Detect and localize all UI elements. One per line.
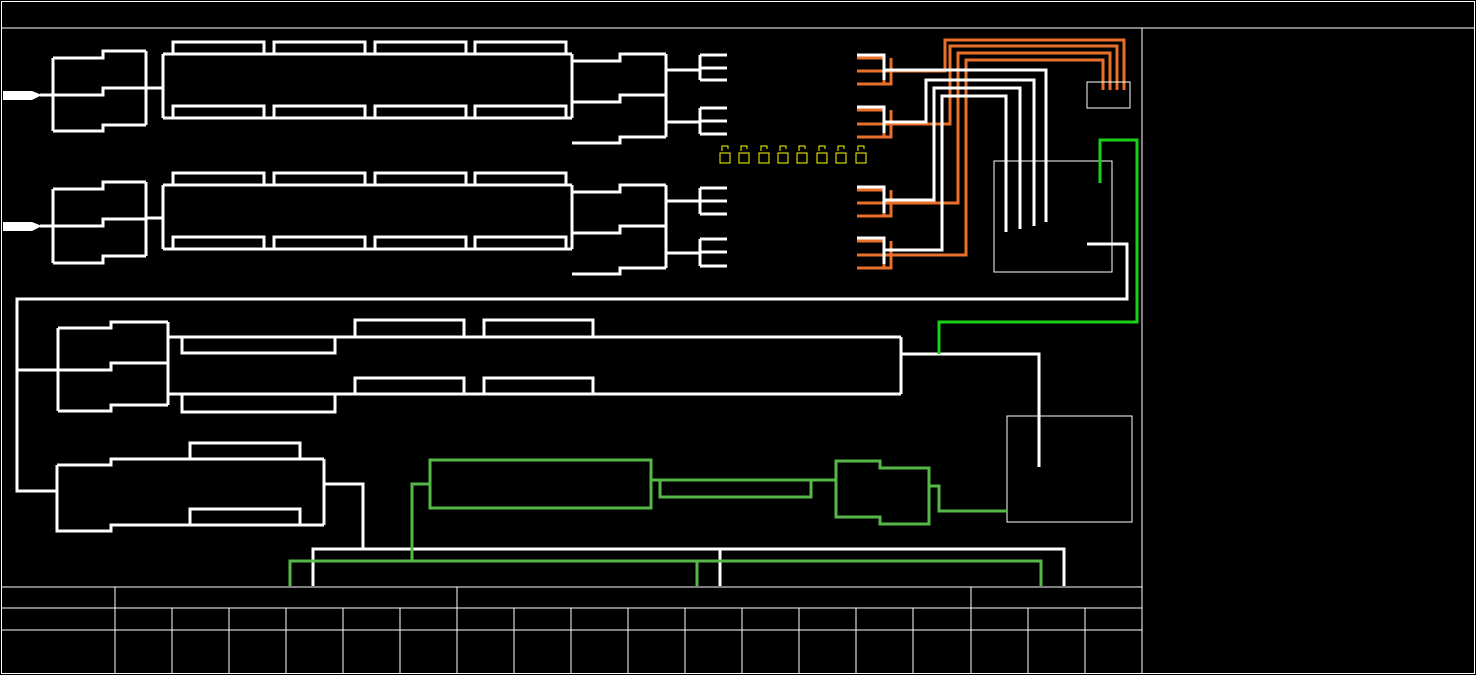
input-arrow-1 xyxy=(3,91,42,100)
bottom-table xyxy=(2,586,1142,673)
marker-row xyxy=(719,145,867,164)
green-wiring xyxy=(288,138,1139,586)
junction-box-1 xyxy=(993,160,1113,273)
block-b xyxy=(17,318,1133,523)
connector-group xyxy=(15,38,1131,493)
terminal-block xyxy=(1086,81,1131,109)
input-arrow-2 xyxy=(3,222,42,231)
block-c xyxy=(55,441,1066,586)
junction-box-2 xyxy=(1006,415,1133,523)
block-a2 xyxy=(3,171,727,276)
block-a1 xyxy=(3,40,727,145)
